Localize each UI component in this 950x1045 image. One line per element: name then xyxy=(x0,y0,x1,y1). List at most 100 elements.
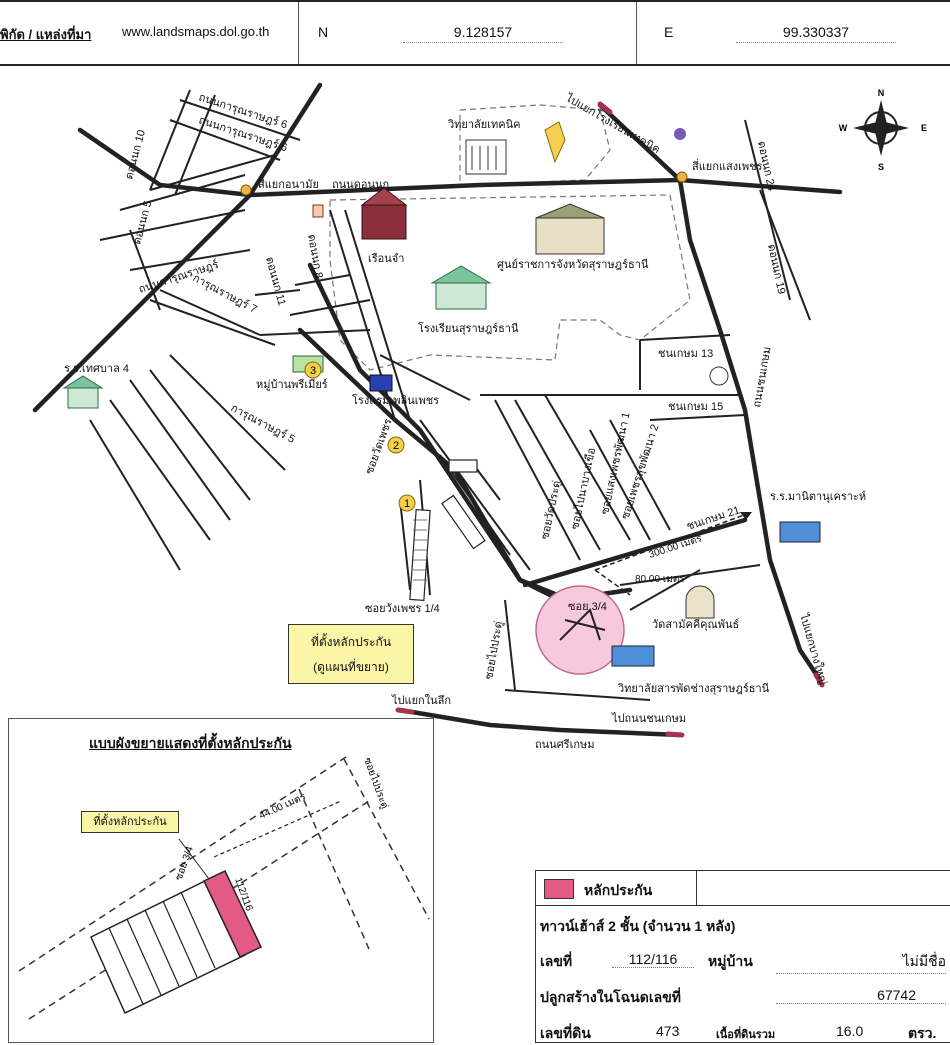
road-label: ชนเกษม 15 xyxy=(668,401,723,413)
legend-no-label: เลขที่ xyxy=(540,953,573,969)
source-url[interactable]: www.landsmaps.dol.go.th xyxy=(122,24,270,39)
east-value: 99.330337 xyxy=(736,24,896,43)
marker-2-label: 2 xyxy=(393,440,399,452)
legend-no-row: เลขที่ 112/116 หมู่บ้าน ไม่มีชื่อ xyxy=(536,941,950,977)
small-shrine-icon xyxy=(312,204,324,218)
coordinate-header: พิกัด / แหล่งที่มา www.landsmaps.dol.go.… xyxy=(0,0,950,66)
legend-deed-label: ปลูกสร้างในโฉนดเลขที่ xyxy=(540,989,681,1005)
legend-village-value: ไม่มีชื่อ xyxy=(776,951,946,974)
place-label: โรงเรียนสุราษฎร์ธานี xyxy=(418,321,519,335)
road-label: ซอยไปประดู่ xyxy=(482,620,505,680)
distance-lines xyxy=(594,511,753,596)
source-cell: พิกัด / แหล่งที่มา www.landsmaps.dol.go.… xyxy=(0,2,299,64)
compass-s: S xyxy=(878,162,884,172)
road-label: ซอยวังเพชร 1/4 xyxy=(365,603,440,615)
place-label: ศูนย์ราชการจังหวัดสุราษฎร์ธานี xyxy=(497,258,649,271)
road-label: ไปแยกในลึก xyxy=(391,694,451,707)
marker-3-label: 3 xyxy=(310,365,316,377)
compass-w: W xyxy=(839,123,848,133)
legend-no-value: 112/116 xyxy=(612,951,694,968)
circle-icon xyxy=(709,366,729,386)
collateral-legend: หลักประกัน ทาวน์เฮ้าส์ 2 ชั้น (จำนวน 1 ห… xyxy=(535,870,950,1043)
place-label: ร.ร.เทศบาล 4 xyxy=(64,363,129,375)
school-icon xyxy=(435,282,487,310)
inset-soi-road: ซอยไปประดู่ xyxy=(361,756,391,810)
north-key: N xyxy=(318,24,329,40)
place-label: เรือนจำ xyxy=(368,252,404,265)
road-ends xyxy=(395,101,825,738)
manit-school-icon xyxy=(779,521,821,543)
marker-1[interactable] xyxy=(398,494,416,512)
place-label: หมู่บ้านพรีเมียร์ xyxy=(256,378,328,391)
polytechnic-college-icon xyxy=(611,645,655,667)
inset-drawing: 44.00 เมตร ซอยไปประดู่ ซอย 3/4 112/116 xyxy=(18,754,430,1020)
legend-area-label: เนื้อที่ดินรวม xyxy=(716,1029,776,1041)
location-map: 3 2 1 N S W E ถนนการุณราษฎร์ 6 ถนนการุณร… xyxy=(32,82,927,751)
east-cell: E 99.330337 xyxy=(636,2,950,64)
marker-2[interactable] xyxy=(387,436,405,454)
road-label: ดอนนก 8 xyxy=(305,233,325,279)
major-roads xyxy=(32,82,843,738)
townhouse-blocks xyxy=(409,459,486,602)
road-labels: ถนนการุณราษฎร์ 6 ถนนการุณราษฎร์ 6 สี่แยก… xyxy=(123,90,829,751)
place-label: วิทยาลัยสารพัดช่างสุราษฎร์ธานี xyxy=(617,682,770,695)
source-label: พิกัด / แหล่งที่มา xyxy=(0,27,92,42)
north-value: 9.128157 xyxy=(403,24,563,43)
municipal-school-icon xyxy=(67,387,99,409)
wat-icon xyxy=(685,585,715,619)
place-label: วิทยาลัยเทคนิค xyxy=(447,119,520,131)
road-label: ซอย 3/4 xyxy=(568,601,607,613)
intersection-icon-2 xyxy=(676,171,688,183)
collateral-swatch xyxy=(544,879,574,899)
numbered-markers: 3 2 1 xyxy=(304,361,416,512)
legend-type: ทาวน์เฮ้าส์ 2 ชั้น (จำนวน 1 หลัง) xyxy=(540,918,736,934)
road-label: ไปถนนชนเกษม xyxy=(611,712,686,725)
collateral-callout[interactable]: ที่ตั้งหลักประกัน (ดูแผนที่ขยาย) xyxy=(288,624,414,684)
inset-title: แบบผังขยายแสดงที่ตั้งหลักประกัน xyxy=(89,735,292,751)
government-center-icon xyxy=(535,217,605,255)
legend-village-label: หมู่บ้าน xyxy=(708,953,753,969)
road-label: สี่แยกแสงเพชร xyxy=(692,158,763,173)
arrow-head-icon xyxy=(740,512,752,520)
legend-land-row: เลขที่ดิน 473 เนื้อที่ดินรวม 16.0 ตรว. xyxy=(536,1013,950,1042)
legend-title-row: หลักประกัน xyxy=(536,871,950,906)
legend-type-row: ทาวน์เฮ้าส์ 2 ชั้น (จำนวน 1 หลัง) xyxy=(536,906,950,941)
distance-label: 80.00 เมตร xyxy=(635,574,685,585)
legend-deed-value: 67742 xyxy=(776,987,946,1004)
landmark-icons xyxy=(62,121,821,667)
prison-icon xyxy=(361,204,407,240)
place-label: ร.ร.มานิตานุเคราะห์ xyxy=(770,490,866,503)
road-label: ไปแยกโรงเรียนเทคนิค xyxy=(563,90,663,156)
marker-3[interactable] xyxy=(304,361,322,379)
temple-icon xyxy=(544,121,566,164)
inset-soi-small: ซอย 3/4 xyxy=(173,845,196,882)
target-block xyxy=(559,608,606,641)
legend-land-no-label: เลขที่ดิน xyxy=(540,1025,591,1041)
road-label: ดอนนก 11 xyxy=(263,256,288,307)
place-labels: วิทยาลัยเทคนิค เรือนจำ ศูนย์ราชการจังหวั… xyxy=(64,119,866,695)
legend-land-no-value: 473 xyxy=(656,1023,680,1039)
collateral-location-circle[interactable] xyxy=(535,585,625,675)
inset-callout[interactable]: ที่ตั้งหลักประกัน xyxy=(81,811,179,833)
legend-deed-row: ปลูกสร้างในโฉนดเลขที่ 67742 xyxy=(536,977,950,1013)
road-label: ชนเกษม 13 xyxy=(658,348,713,360)
compass-n: N xyxy=(878,88,885,98)
north-cell: N 9.128157 xyxy=(298,2,637,64)
legend-area-value: 16.0 xyxy=(836,1023,864,1039)
east-key: E xyxy=(664,24,674,40)
road-label: ถนนศรีเกษม xyxy=(535,738,595,751)
road-label: ถนนชนเกษม xyxy=(751,346,774,409)
legend-area-unit: ตรว. xyxy=(908,1025,937,1041)
compass-e: E xyxy=(921,123,927,133)
compass-rose-icon: N S W E xyxy=(839,88,927,172)
inset-detail-map: แบบผังขยายแสดงที่ตั้งหลักประกัน 44.00 เม… xyxy=(8,718,434,1043)
technical-college-icon xyxy=(465,139,507,175)
road-label: ถนนดอนนก xyxy=(332,179,389,191)
callout-line-2: (ดูแผนที่ขยาย) xyxy=(313,660,389,674)
intersection-icon xyxy=(240,184,252,196)
legend-title: หลักประกัน xyxy=(584,882,653,898)
callout-line-1: ที่ตั้งหลักประกัน xyxy=(310,635,392,649)
townhouse-lines xyxy=(413,519,427,581)
place-label: โรงแรมเพลินเพชร xyxy=(352,393,439,407)
hotel-icon xyxy=(369,374,393,392)
